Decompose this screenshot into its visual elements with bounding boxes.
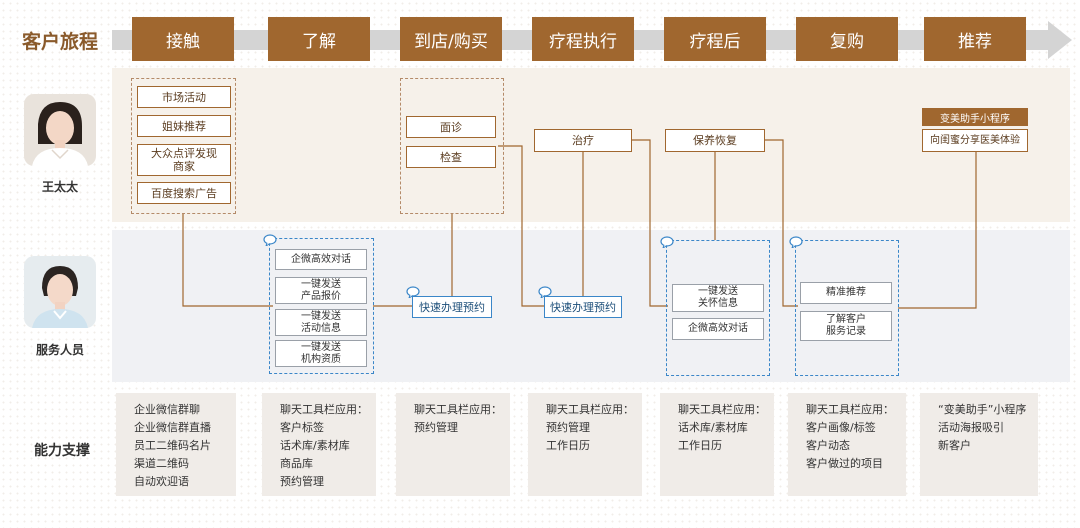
stage-treatment: 疗程执行 xyxy=(532,17,634,61)
capability-item: 聊天工具栏应用： xyxy=(546,403,634,416)
capability-item: 客户做过的项目 xyxy=(806,457,883,470)
capability-item: 聊天工具栏应用： xyxy=(678,403,766,416)
touchpoint-consultation: 面诊 xyxy=(406,116,496,138)
chat-bubble-icon xyxy=(789,236,803,248)
connector-repurchase-to-referral xyxy=(898,152,977,309)
capability-item: 企业微信群直播 xyxy=(134,421,211,434)
capability-item: 预约管理 xyxy=(414,421,458,434)
capability-item: 客户标签 xyxy=(280,421,324,434)
chat-bubble-icon xyxy=(263,234,277,246)
stage-store-purchase: 到店/购买 xyxy=(400,17,502,61)
connector-recovery-to-repurchase xyxy=(765,139,798,307)
stage-after-treatment: 疗程后 xyxy=(664,17,766,61)
capability-repurchase: 聊天工具栏应用： 客户画像/标签 客户动态 客户做过的项目 xyxy=(788,393,906,496)
capability-item: 员工二维码名片 xyxy=(134,439,211,452)
capability-item: 话术库/素材库 xyxy=(280,439,350,452)
stage-referral: 推荐 xyxy=(924,17,1026,61)
capability-contact: 企业微信群聊 企业微信群直播 员工二维码名片 渠道二维码 自动欢迎语 xyxy=(116,393,236,496)
understand-action-group xyxy=(269,238,374,374)
capability-item: 预约管理 xyxy=(546,421,590,434)
stage-repurchase: 复购 xyxy=(796,17,898,61)
action-quick-booking-treatment: 快速办理预约 xyxy=(544,296,622,318)
capability-item: 商品库 xyxy=(280,457,313,470)
capability-item: 自动欢迎语 xyxy=(134,475,189,488)
touchpoint-baidu-ads: 百度搜索广告 xyxy=(137,182,231,204)
referral-miniprogram-tag: 变美助手小程序 xyxy=(922,108,1028,126)
capability-item: 预约管理 xyxy=(280,475,324,488)
capability-item: 工作日历 xyxy=(546,439,590,452)
capability-item: 渠道二维码 xyxy=(134,457,189,470)
staff-avatar xyxy=(24,256,96,328)
stage-contact: 接触 xyxy=(132,17,234,61)
action-send-activity: 一键发送 活动信息 xyxy=(275,309,367,336)
capability-item: 客户画像/标签 xyxy=(806,421,876,434)
capability-item: 客户动态 xyxy=(806,439,850,452)
journey-arrow-head-icon xyxy=(1048,21,1072,59)
touchpoint-examination: 检查 xyxy=(406,146,496,168)
touchpoint-dianping: 大众点评发现 商家 xyxy=(137,144,231,176)
capability-item: 企业微信群聊 xyxy=(134,403,200,416)
chat-bubble-icon xyxy=(538,286,552,298)
touchpoint-treatment: 治疗 xyxy=(534,129,632,152)
customer-avatar xyxy=(24,94,96,166)
action-wecom-chat-after: 企微高效对话 xyxy=(672,318,764,340)
capability-item: 活动海报吸引 xyxy=(938,421,1004,434)
action-precise-recommend: 精准推荐 xyxy=(800,282,892,304)
touchpoint-referral-share: 向闺蜜分享医美体验 xyxy=(922,129,1028,152)
action-service-records: 了解客户 服务记录 xyxy=(800,311,892,341)
touchpoint-sister-referral: 姐妹推荐 xyxy=(137,115,231,137)
contact-touchpoint-group xyxy=(131,78,236,214)
chat-bubble-icon xyxy=(660,236,674,248)
capability-item: 聊天工具栏应用： xyxy=(414,403,502,416)
customer-role-label: 王太太 xyxy=(41,180,78,194)
action-send-qualification: 一键发送 机构资质 xyxy=(275,340,367,367)
capability-item: 工作日历 xyxy=(678,439,722,452)
action-quick-booking-store: 快速办理预约 xyxy=(412,296,492,318)
capability-item: 聊天工具栏应用： xyxy=(280,403,368,416)
capability-item: 聊天工具栏应用： xyxy=(806,403,894,416)
action-wecom-chat: 企微高效对话 xyxy=(275,249,367,270)
capability-role-label: 能力支撑 xyxy=(34,443,90,459)
capability-item: 话术库/素材库 xyxy=(678,421,748,434)
capability-after: 聊天工具栏应用： 话术库/素材库 工作日历 xyxy=(660,393,774,496)
connector-contact-to-understand xyxy=(182,214,273,307)
touchpoint-market-activity: 市场活动 xyxy=(137,86,231,108)
store-touchpoint-group xyxy=(400,78,504,214)
connector-store-to-booking2 xyxy=(498,145,544,307)
touchpoint-recovery: 保养恢复 xyxy=(665,129,765,152)
stage-understand: 了解 xyxy=(268,17,370,61)
capability-item: “变美助手”小程序 xyxy=(938,403,1027,416)
capability-store: 聊天工具栏应用： 预约管理 xyxy=(396,393,510,496)
capability-treatment: 聊天工具栏应用： 预约管理 工作日历 xyxy=(528,393,642,496)
connector-treatment-to-after xyxy=(632,139,668,307)
capability-referral: “变美助手”小程序 活动海报吸引 新客户 xyxy=(920,393,1038,496)
action-send-price: 一键发送 产品报价 xyxy=(275,277,367,304)
journey-title: 客户旅程 xyxy=(22,31,99,53)
staff-role-label: 服务人员 xyxy=(35,343,84,357)
action-send-care: 一键发送 关怀信息 xyxy=(672,284,764,312)
capability-understand: 聊天工具栏应用： 客户标签 话术库/素材库 商品库 预约管理 xyxy=(262,393,376,496)
repurchase-action-group xyxy=(795,240,899,376)
after-action-group xyxy=(666,240,770,376)
capability-item: 新客户 xyxy=(938,439,971,452)
